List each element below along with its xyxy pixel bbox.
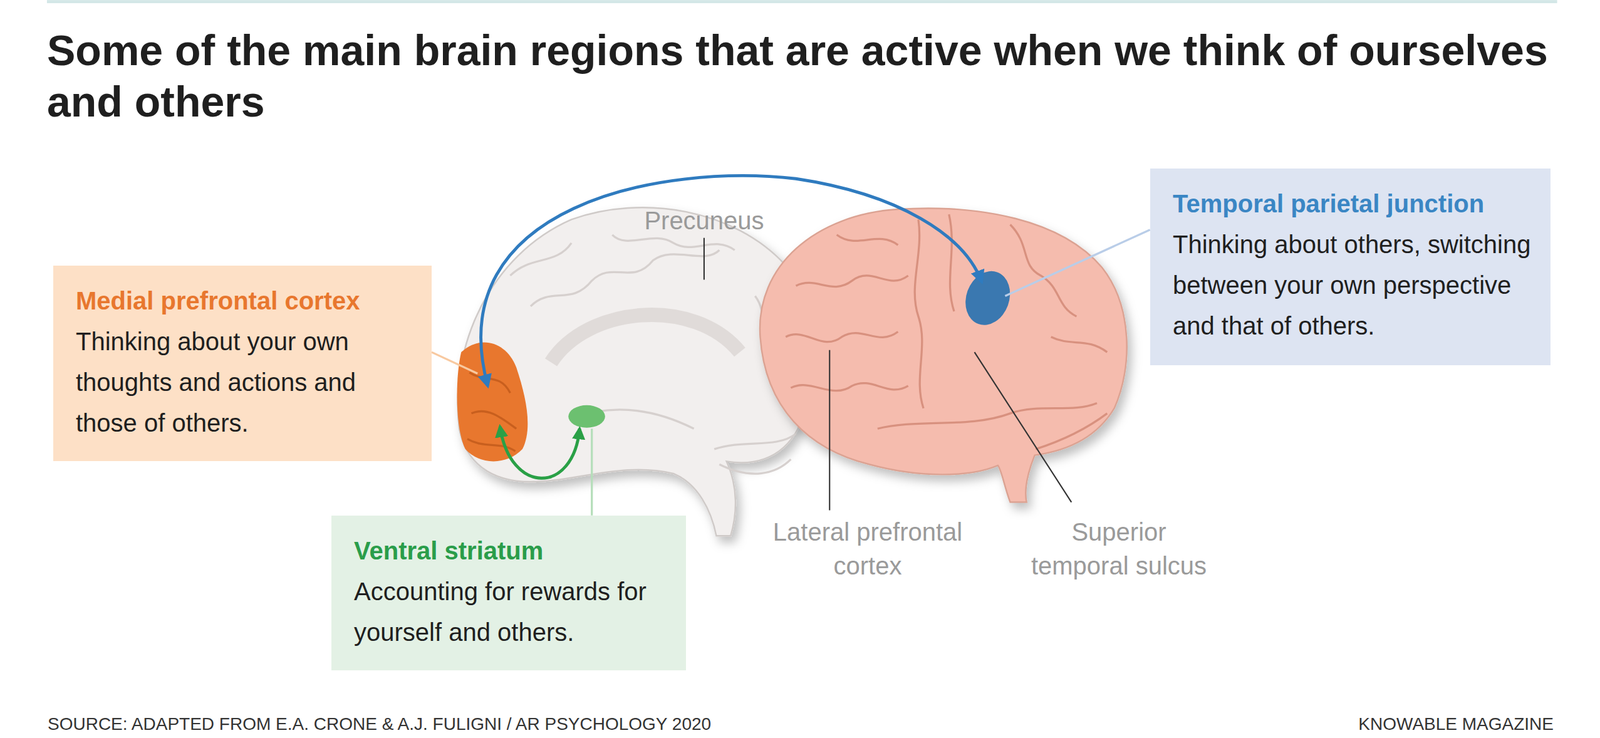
- lateral-brain: [759, 208, 1128, 503]
- top-rule: [46, 0, 1558, 4]
- credit: KNOWABLE MAGAZINE: [1177, 714, 1554, 735]
- region-arrow: [499, 426, 580, 478]
- part-label: Precuneus: [610, 203, 799, 238]
- box-body: Accounting for rewards for yourself and …: [353, 571, 664, 653]
- part-label: Superior temporal sulcus: [1024, 514, 1213, 583]
- callout-box: Temporal parietal junctionThinking about…: [1150, 168, 1551, 366]
- source-caption: SOURCE: ADAPTED FROM E.A. CRONE & A.J. F…: [47, 714, 1163, 735]
- region-arrow: [481, 176, 982, 386]
- box-heading: Medial prefrontal cortex: [75, 280, 410, 322]
- lateral-gyri: [785, 214, 1107, 450]
- mpfc-gyri: [467, 372, 517, 452]
- box-body: Thinking about your own thoughts and act…: [75, 321, 410, 444]
- title: Some of the main brain regions that are …: [46, 25, 1576, 128]
- callout-box: Ventral striatumAccounting for rewards f…: [331, 515, 686, 671]
- leader-line: [1004, 229, 1150, 297]
- leader-line: [431, 352, 478, 374]
- box-heading: Ventral striatum: [353, 530, 664, 572]
- callout-box: Medial prefrontal cortexThinking about y…: [53, 265, 432, 462]
- leader-line: [590, 428, 593, 515]
- tpj-region: [958, 264, 1018, 332]
- medial-gyri: [509, 234, 796, 474]
- leader-line: [974, 352, 1072, 502]
- striatum-region: [568, 405, 606, 428]
- leader-line: [703, 238, 705, 281]
- leader-line: [828, 350, 831, 511]
- mpfc-region: [457, 342, 529, 462]
- part-label: Lateral prefrontal cortex: [748, 514, 987, 583]
- box-heading: Temporal parietal junction: [1172, 183, 1532, 225]
- box-body: Thinking about others, switching between…: [1172, 224, 1532, 347]
